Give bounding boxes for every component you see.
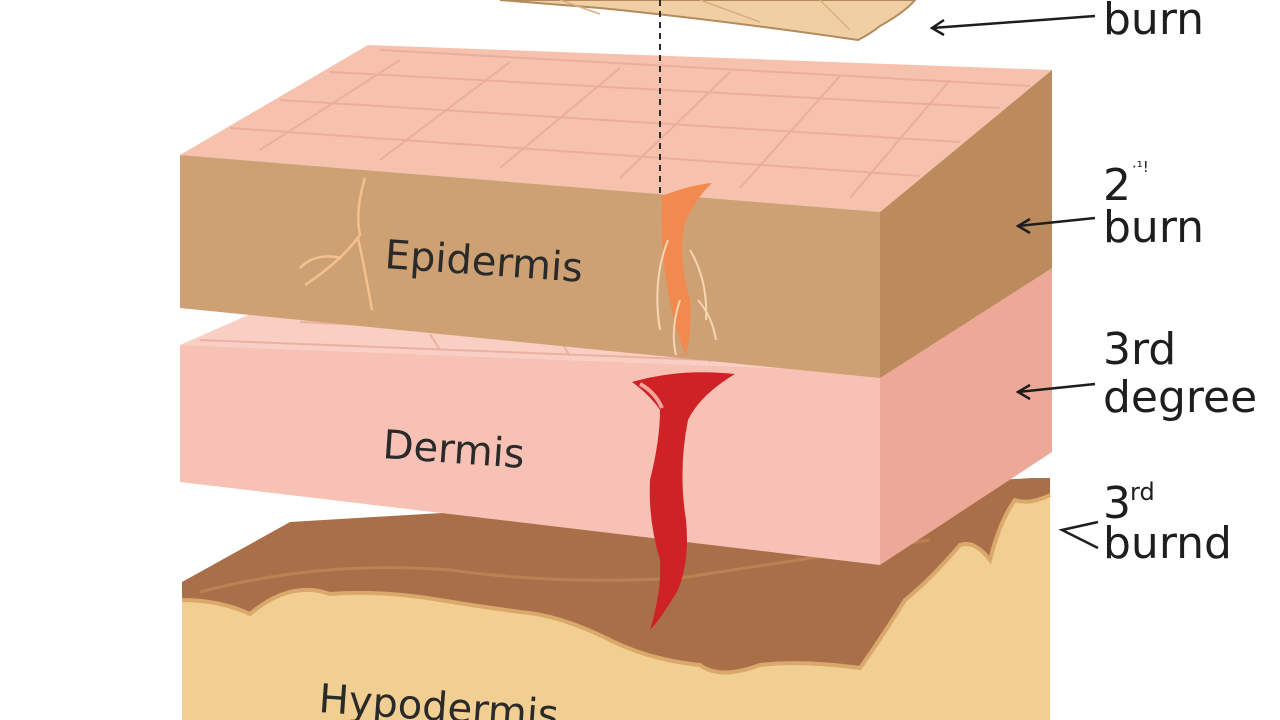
- third-burnd-superscript: rd: [1130, 478, 1155, 506]
- third-degree-number: 3rd: [1103, 324, 1176, 375]
- third-burnd-number: 3: [1103, 478, 1131, 529]
- epidermis-crack: [299, 177, 374, 311]
- epidermis-front: [180, 155, 880, 378]
- second-burn-superscript: ·¹!: [1132, 158, 1149, 176]
- third-burnd-text: burnd: [1103, 518, 1232, 569]
- second-burn-number: 2: [1103, 160, 1131, 211]
- label-third-burnd: 3 rd burnd: [1058, 478, 1232, 569]
- dermis-side: [880, 260, 1052, 565]
- label-first-burn: burn: [929, 0, 1204, 45]
- blood-channel: [632, 372, 735, 630]
- epidermis-side: [880, 70, 1052, 378]
- third-degree-text: degree: [1103, 372, 1257, 423]
- label-third-degree: 3rd degree: [1015, 324, 1257, 423]
- dermis-front: [180, 345, 880, 565]
- epidermis-block: Epidermis: [180, 45, 1052, 378]
- top-peeled-layer: [499, 0, 917, 42]
- first-burn-text: burn: [1103, 0, 1204, 45]
- hypodermis-front: [182, 495, 1050, 720]
- label-second-burn: 2 ·¹! burn: [1015, 158, 1204, 253]
- dermis-label: Dermis: [381, 422, 526, 478]
- burn-wedge: [661, 183, 712, 356]
- second-burn-text: burn: [1103, 202, 1204, 253]
